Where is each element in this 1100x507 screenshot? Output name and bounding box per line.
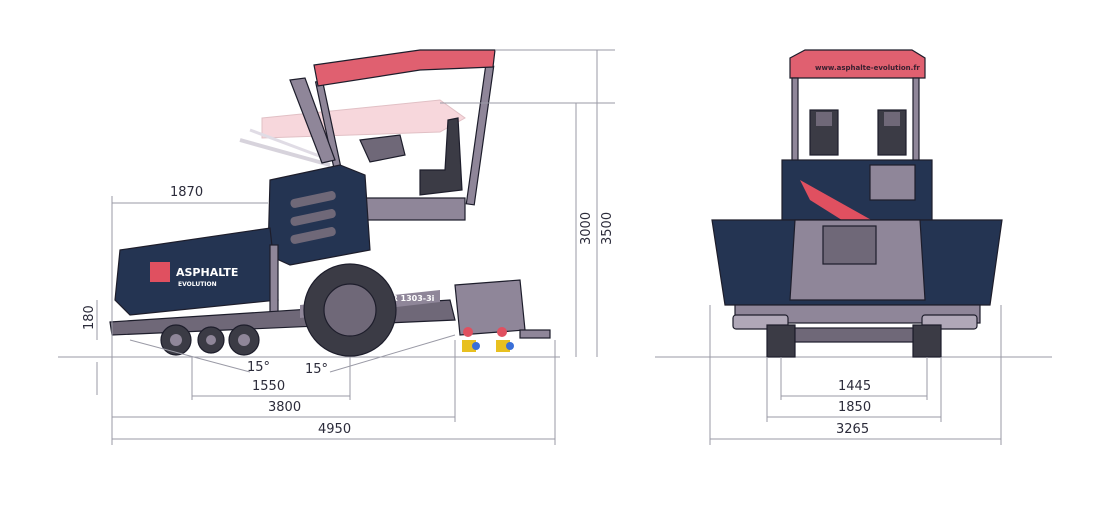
dim-base-width: 1850: [838, 400, 871, 415]
dim-overall-length: 4950: [318, 422, 351, 437]
model-label: SUPER 1303-3i: [368, 294, 435, 303]
screed-indicator-blue-2: [506, 342, 514, 350]
screed-indicator-yellow-2: [496, 340, 510, 352]
engine-vent-2: [290, 209, 336, 226]
screed-indicator-red-2: [497, 327, 507, 337]
dim-ground-clearance: 180: [82, 305, 97, 330]
dim-departure-angle: 15°: [305, 362, 328, 377]
dim-approach-angle-line: [129, 339, 251, 373]
roof-raised-ghost: [239, 99, 466, 167]
dim-wheelbase: 1550: [252, 379, 285, 394]
screed-unit: [454, 279, 526, 336]
ghost-roof-strut-2: [249, 128, 331, 162]
exhaust-pipe: [289, 77, 336, 164]
front-step-panel: [869, 164, 916, 201]
front-seat-headrest-left: [816, 112, 832, 126]
screed-indicator-red-1: [463, 327, 473, 337]
ghost-roof-strut: [239, 138, 331, 167]
hopper: [114, 227, 279, 316]
dim-length-without-screed: 3800: [268, 400, 301, 415]
roof-canopy: [313, 49, 496, 87]
screed-indicator-yellow-1: [462, 340, 476, 352]
engine-vent-3: [290, 227, 336, 244]
front-wheel-2-hub: [206, 335, 216, 345]
brand-logo: ASPHALTE EVOLUTION: [150, 262, 238, 288]
front-tyre-left: [766, 324, 796, 358]
front-roof-canopy: [789, 49, 926, 79]
brand-subtext: EVOLUTION: [178, 281, 217, 288]
dim-height-roof-up: 3500: [600, 212, 615, 245]
screed-indicator-blue-1: [472, 342, 480, 350]
ghost-roof-canopy: [261, 99, 466, 139]
operator-platform: [354, 197, 466, 221]
drive-wheel-hub: [323, 283, 377, 337]
steering-console: [359, 134, 406, 163]
front-red-stripe: [800, 180, 875, 222]
front-bumper: [734, 304, 981, 324]
front-roof-text: www.asphalte-evolution.fr: [815, 64, 920, 72]
front-radiator-panel: [822, 225, 877, 265]
brand-text: ASPHALTE: [176, 266, 238, 279]
dim-hopper-length: 1870: [170, 185, 203, 200]
dim-overall-width: 3265: [836, 422, 869, 437]
hopper-lift-cylinder: [269, 244, 279, 316]
engine-vent-1: [290, 191, 336, 208]
front-tyre-right: [912, 324, 942, 358]
dim-approach-angle: 15°: [247, 360, 270, 375]
screed-extension: [519, 329, 551, 339]
dim-departure-angle-line: [329, 334, 456, 373]
front-axle: [794, 327, 914, 343]
canopy-pillar-front: [465, 64, 495, 206]
front-seat-headrest-right: [884, 112, 900, 126]
front-view: www.asphalte-evolution.fr 1445: [655, 49, 1052, 445]
front-wheel-3-hub: [238, 334, 250, 346]
operator-seat: [419, 117, 463, 196]
dim-height-roof-folded: 3000: [579, 212, 594, 245]
dim-track-width: 1445: [838, 379, 871, 394]
side-view: ASPHALTE EVOLUTION SUPER 1303-3i 1870: [58, 49, 615, 445]
front-wheel-1-hub: [170, 334, 182, 346]
brand-logo-badge: [150, 262, 170, 282]
